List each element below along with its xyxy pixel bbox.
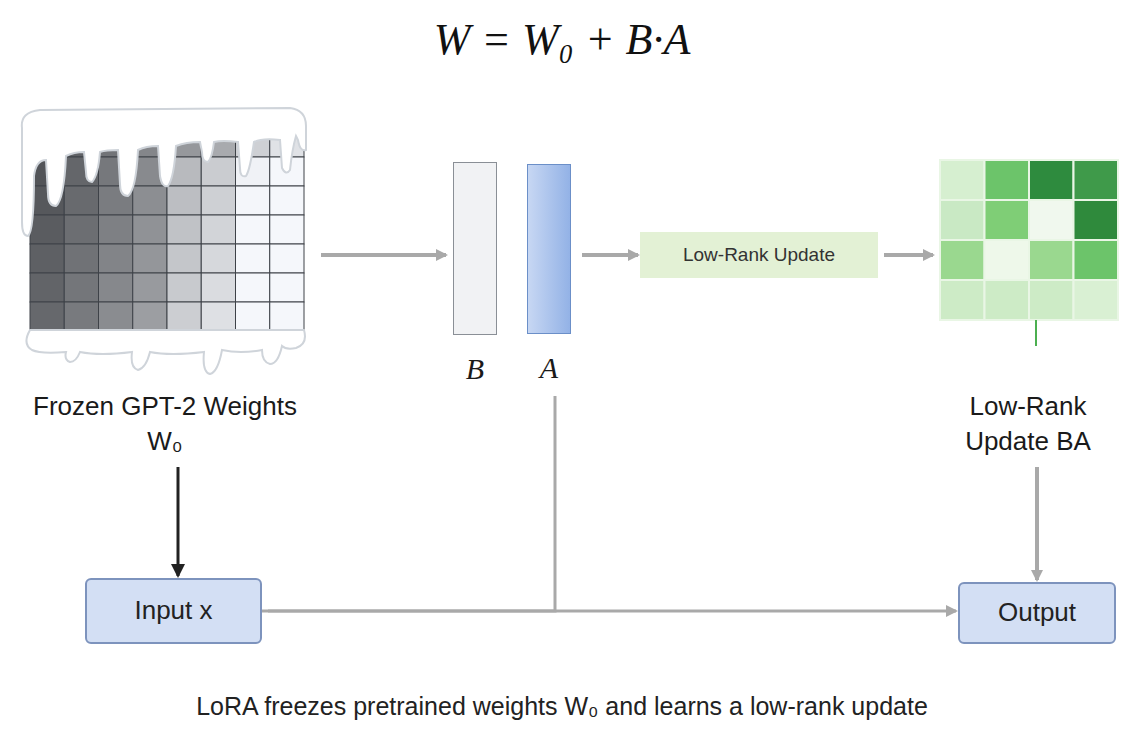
matrix-cell [1029, 240, 1074, 280]
matrix-cell [64, 244, 98, 273]
matrix-cell [236, 302, 270, 331]
matrix-cell [167, 273, 201, 302]
node-label: Low-Rank Update BA [935, 389, 1121, 463]
matrix-b: B [448, 160, 502, 392]
matrix-bar [453, 162, 497, 335]
matrix-cell [1074, 240, 1119, 280]
low-rank-update: Low-Rank Update BA [935, 158, 1121, 463]
matrix-cell [167, 244, 201, 273]
matrix-cell [270, 244, 304, 273]
connector [321, 253, 446, 257]
matrix-cell [167, 215, 201, 244]
matrix-cell [99, 215, 133, 244]
update-matrix [940, 160, 1118, 320]
matrix-cell [64, 186, 98, 215]
matrix-cell [201, 273, 235, 302]
matrix-label: B [466, 349, 484, 390]
output-box: Output [958, 582, 1116, 644]
matrix-cell [1029, 160, 1074, 200]
matrix-cell [99, 273, 133, 302]
node-label: Output [998, 595, 1076, 630]
matrix-cell [270, 273, 304, 302]
leader-line [1035, 320, 1037, 346]
matrix-cell [201, 186, 235, 215]
matrix-cell [64, 215, 98, 244]
matrix-cell [940, 240, 985, 280]
connector [884, 253, 933, 257]
connector [177, 467, 180, 576]
matrix-cell [270, 302, 304, 331]
matrix-cell [940, 160, 985, 200]
matrix-cell [1074, 200, 1119, 240]
matrix-cell [201, 244, 235, 273]
matrix-cell [1074, 280, 1119, 320]
matrix-bar [527, 164, 571, 334]
matrix-cell [940, 200, 985, 240]
connector [582, 253, 638, 257]
node-label: Frozen GPT-2 Weights W₀ [15, 389, 315, 463]
matrix-cell [270, 215, 304, 244]
matrix-cell [236, 273, 270, 302]
process-box: Low-Rank Update [640, 232, 878, 278]
matrix-cell [133, 244, 167, 273]
matrix-cell [133, 302, 167, 331]
matrix-cell [133, 273, 167, 302]
matrix-cell [1029, 280, 1074, 320]
node-label: Low-Rank Update [683, 242, 835, 268]
matrix-cell [133, 215, 167, 244]
matrix-cell [201, 302, 235, 331]
matrix-a: A [522, 160, 576, 392]
matrix-cell [30, 273, 64, 302]
matrix-cell [985, 200, 1030, 240]
matrix-cell [30, 302, 64, 331]
matrix-cell [985, 280, 1030, 320]
connector [1035, 467, 1039, 580]
matrix-cell [270, 186, 304, 215]
matrix-cell [99, 302, 133, 331]
matrix-cell [236, 186, 270, 215]
input-box: Input x [85, 578, 262, 644]
title: W = W₀ + B·A [0, 14, 1124, 65]
matrix-cell [167, 186, 201, 215]
ice-cap [22, 108, 306, 374]
connector [262, 396, 555, 611]
matrix-cell [985, 160, 1030, 200]
matrix-label: A [540, 348, 558, 389]
matrix-cell [940, 280, 985, 320]
matrix-cell [64, 302, 98, 331]
caption: LoRA freezes pretrained weights W₀ and l… [0, 692, 1124, 721]
frozen-weights: Frozen GPT-2 Weights W₀ [15, 108, 315, 463]
matrix-cell [133, 186, 167, 215]
matrix-cell [236, 215, 270, 244]
matrix-cell [64, 273, 98, 302]
matrix-cell [985, 240, 1030, 280]
matrix-cell [1029, 200, 1074, 240]
matrix-cell [236, 244, 270, 273]
matrix-cell [99, 244, 133, 273]
matrix-cell [30, 215, 64, 244]
matrix-cell [167, 302, 201, 331]
node-label: Input x [134, 593, 212, 628]
matrix-cell [1074, 160, 1119, 200]
matrix-cell [30, 244, 64, 273]
matrix-cell [201, 215, 235, 244]
